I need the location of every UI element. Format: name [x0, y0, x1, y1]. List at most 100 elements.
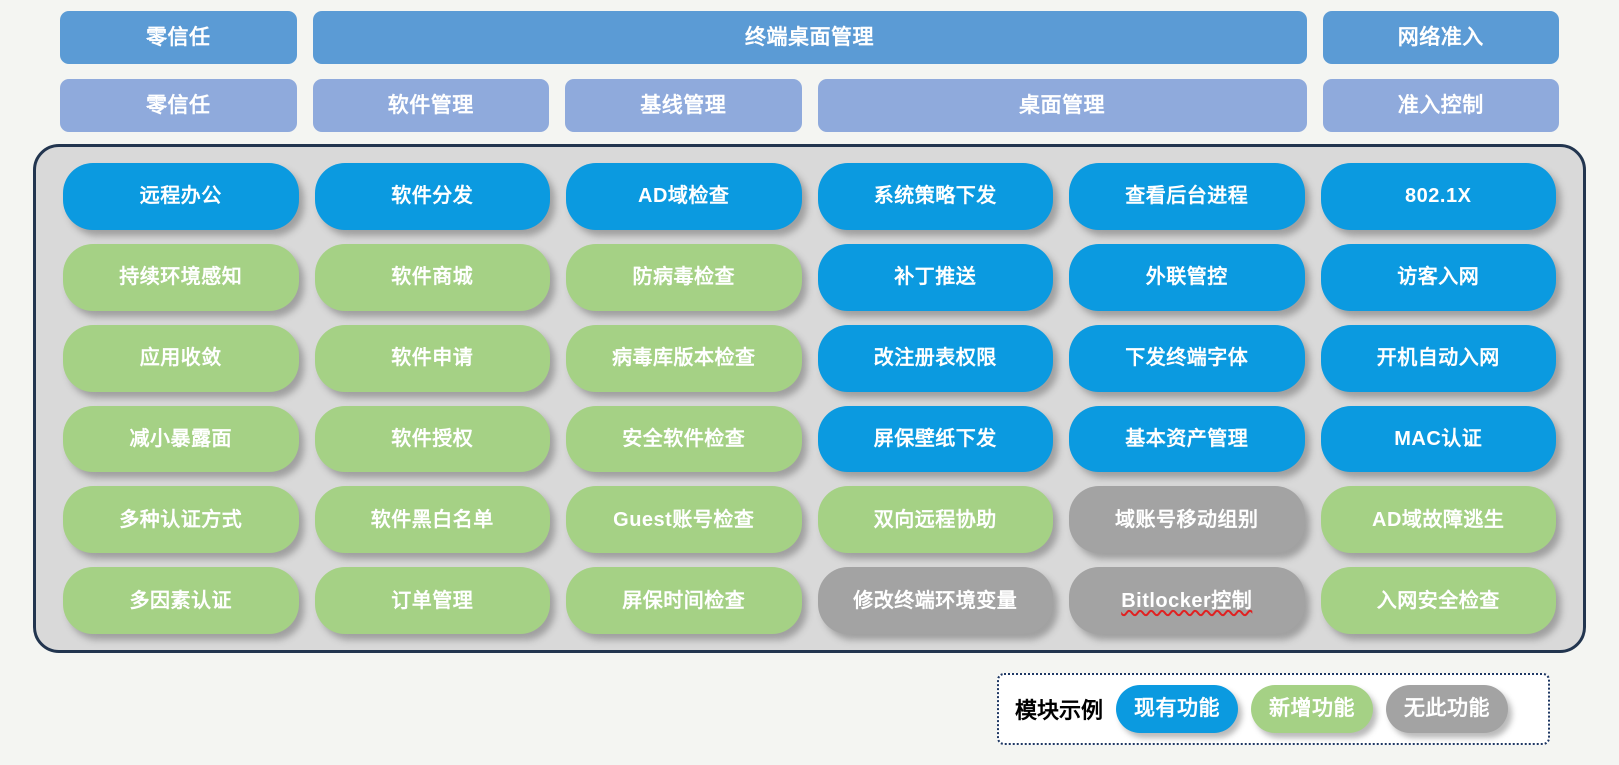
feature-pill[interactable]: 远程办公	[63, 163, 299, 230]
header-level1-item-label: 终端桌面管理	[745, 25, 874, 49]
feature-pill[interactable]: 软件黑白名单	[314, 486, 550, 554]
feature-pill[interactable]: 软件分发	[314, 163, 550, 230]
feature-pill-label: AD域故障逃生	[1372, 508, 1505, 531]
feature-pill-label: 减小暴露面	[129, 427, 232, 450]
feature-pill-label: 系统策略下发	[873, 185, 997, 208]
header-level1-item-3[interactable]: 网络准入	[1322, 11, 1559, 64]
feature-pill[interactable]: 802.1X	[1320, 163, 1556, 230]
feature-matrix-panel: 远程办公 软件分发 AD域检查 系统策略下发 查看后台进程 802.1X 持续环境感知 软件商…	[33, 144, 1586, 653]
feature-pill-label: 改注册表权限	[873, 347, 997, 370]
feature-pill[interactable]: 软件授权	[314, 405, 550, 473]
feature-pill[interactable]: 应用收敛	[63, 324, 299, 392]
feature-pill[interactable]: 基本资产管理	[1069, 405, 1305, 473]
feature-pill[interactable]: 防病毒检查	[566, 243, 802, 311]
feature-pill[interactable]: 软件申请	[314, 324, 550, 392]
feature-pill[interactable]: 入网安全检查	[1320, 567, 1556, 634]
feature-pill-label: 持续环境感知	[119, 266, 243, 289]
header-level2-item-label: 软件管理	[387, 93, 474, 117]
legend-pill-existing[interactable]: 现有功能	[1116, 685, 1239, 733]
feature-pill[interactable]: AD域故障逃生	[1320, 486, 1556, 554]
header-level2-item-label: 准入控制	[1397, 93, 1484, 117]
legend-pill-new[interactable]: 新增功能	[1251, 685, 1374, 733]
feature-pill[interactable]: 补丁推送	[817, 243, 1053, 311]
feature-pill[interactable]: AD域检查	[566, 163, 802, 230]
feature-pill-label: 基本资产管理	[1125, 427, 1249, 450]
feature-pill-label: 查看后台进程	[1125, 185, 1249, 208]
feature-pill-label: 安全软件检查	[622, 427, 746, 450]
feature-pill-label: 修改终端环境变量	[853, 589, 1018, 612]
feature-pill-label: 下发终端字体	[1125, 347, 1249, 370]
feature-pill-label: 防病毒检查	[632, 266, 735, 289]
legend-pill-label: 无此功能	[1404, 697, 1491, 721]
feature-pill-label: 外联管控	[1145, 266, 1228, 289]
feature-pill-label: 软件黑白名单	[370, 508, 494, 531]
feature-pill[interactable]: 减小暴露面	[63, 405, 299, 473]
header-level2-item-5[interactable]: 准入控制	[1322, 79, 1559, 132]
feature-pill-label: 屏保壁纸下发	[873, 427, 997, 450]
feature-pill[interactable]: 改注册表权限	[817, 324, 1053, 392]
feature-pill[interactable]: Guest账号检查	[566, 486, 802, 554]
feature-pill-label: 订单管理	[391, 589, 474, 612]
feature-pill[interactable]: 安全软件检查	[566, 405, 802, 473]
feature-pill-label: 多种认证方式	[119, 508, 243, 531]
feature-pill[interactable]: 多因素认证	[63, 567, 299, 634]
header-level1-row: 零信任 终端桌面管理 网络准入	[0, 11, 1619, 64]
feature-pill-label: 域账号移动组别	[1115, 508, 1259, 531]
feature-grid: 远程办公 软件分发 AD域检查 系统策略下发 查看后台进程 802.1X 持续环境感知 软件商…	[63, 163, 1556, 634]
feature-pill[interactable]: 多种认证方式	[63, 486, 299, 554]
feature-pill[interactable]: 系统策略下发	[817, 163, 1053, 230]
header-level1-item-1[interactable]: 零信任	[60, 11, 297, 64]
header-level2-item-2[interactable]: 软件管理	[312, 79, 549, 132]
feature-pill[interactable]: 软件商城	[314, 243, 550, 311]
feature-pill[interactable]: 开机自动入网	[1320, 324, 1556, 392]
feature-pill[interactable]: 持续环境感知	[63, 243, 299, 311]
feature-pill-label: 入网安全检查	[1376, 589, 1500, 612]
legend-panel: 模块示例 现有功能 新增功能 无此功能	[997, 673, 1550, 745]
feature-pill[interactable]: 双向远程协助	[817, 486, 1053, 554]
header-level1-item-2[interactable]: 终端桌面管理	[312, 11, 1307, 64]
feature-pill-label: 软件分发	[391, 185, 474, 208]
feature-pill-label: Guest账号检查	[613, 508, 755, 531]
feature-pill-label: 病毒库版本检查	[612, 347, 756, 370]
legend-items: 现有功能 新增功能 无此功能	[1116, 685, 1509, 733]
feature-pill-label: 多因素认证	[129, 589, 232, 612]
feature-pill-label: 屏保时间检查	[622, 589, 746, 612]
feature-pill-label: 应用收敛	[139, 347, 222, 370]
feature-pill-label: 双向远程协助	[873, 508, 997, 531]
feature-pill-label: Bitlocker控制	[1121, 589, 1253, 612]
header-level2-item-label: 零信任	[146, 93, 211, 117]
feature-pill[interactable]: 下发终端字体	[1069, 324, 1305, 392]
feature-pill[interactable]: 查看后台进程	[1069, 163, 1305, 230]
header-level2-row: 零信任 软件管理 基线管理 桌面管理 准入控制	[0, 79, 1619, 132]
header-level1-item-label: 零信任	[146, 25, 211, 49]
legend-pill-label: 新增功能	[1269, 697, 1356, 721]
feature-pill[interactable]: 屏保时间检查	[566, 567, 802, 634]
feature-pill[interactable]: 域账号移动组别	[1069, 486, 1305, 554]
feature-pill-label: 软件授权	[391, 427, 474, 450]
header-level2-item-4[interactable]: 桌面管理	[817, 79, 1307, 132]
legend-pill-absent[interactable]: 无此功能	[1386, 685, 1509, 733]
header-level1-item-label: 网络准入	[1397, 25, 1484, 49]
header-level2-item-1[interactable]: 零信任	[60, 79, 297, 132]
feature-pill-label: AD域检查	[638, 185, 730, 208]
feature-pill-label: 访客入网	[1397, 266, 1480, 289]
feature-pill[interactable]: 外联管控	[1069, 243, 1305, 311]
feature-pill[interactable]: 修改终端环境变量	[817, 567, 1053, 634]
feature-pill-label: 802.1X	[1405, 185, 1472, 208]
feature-pill[interactable]: 屏保壁纸下发	[817, 405, 1053, 473]
feature-pill[interactable]: 病毒库版本检查	[566, 324, 802, 392]
feature-pill-label: 远程办公	[139, 185, 222, 208]
legend-title: 模块示例	[1015, 698, 1104, 723]
feature-pill[interactable]: 访客入网	[1320, 243, 1556, 311]
header-level2-item-3[interactable]: 基线管理	[565, 79, 802, 132]
legend-pill-label: 现有功能	[1134, 697, 1221, 721]
feature-pill[interactable]: Bitlocker控制	[1069, 567, 1305, 634]
feature-pill[interactable]: MAC认证	[1320, 405, 1556, 473]
feature-pill-label: 补丁推送	[894, 266, 977, 289]
feature-pill-label: MAC认证	[1394, 427, 1483, 450]
feature-pill[interactable]: 订单管理	[314, 567, 550, 634]
feature-pill-label: 开机自动入网	[1376, 347, 1500, 370]
feature-pill-label: 软件申请	[391, 347, 474, 370]
header-level2-item-label: 基线管理	[640, 93, 727, 117]
